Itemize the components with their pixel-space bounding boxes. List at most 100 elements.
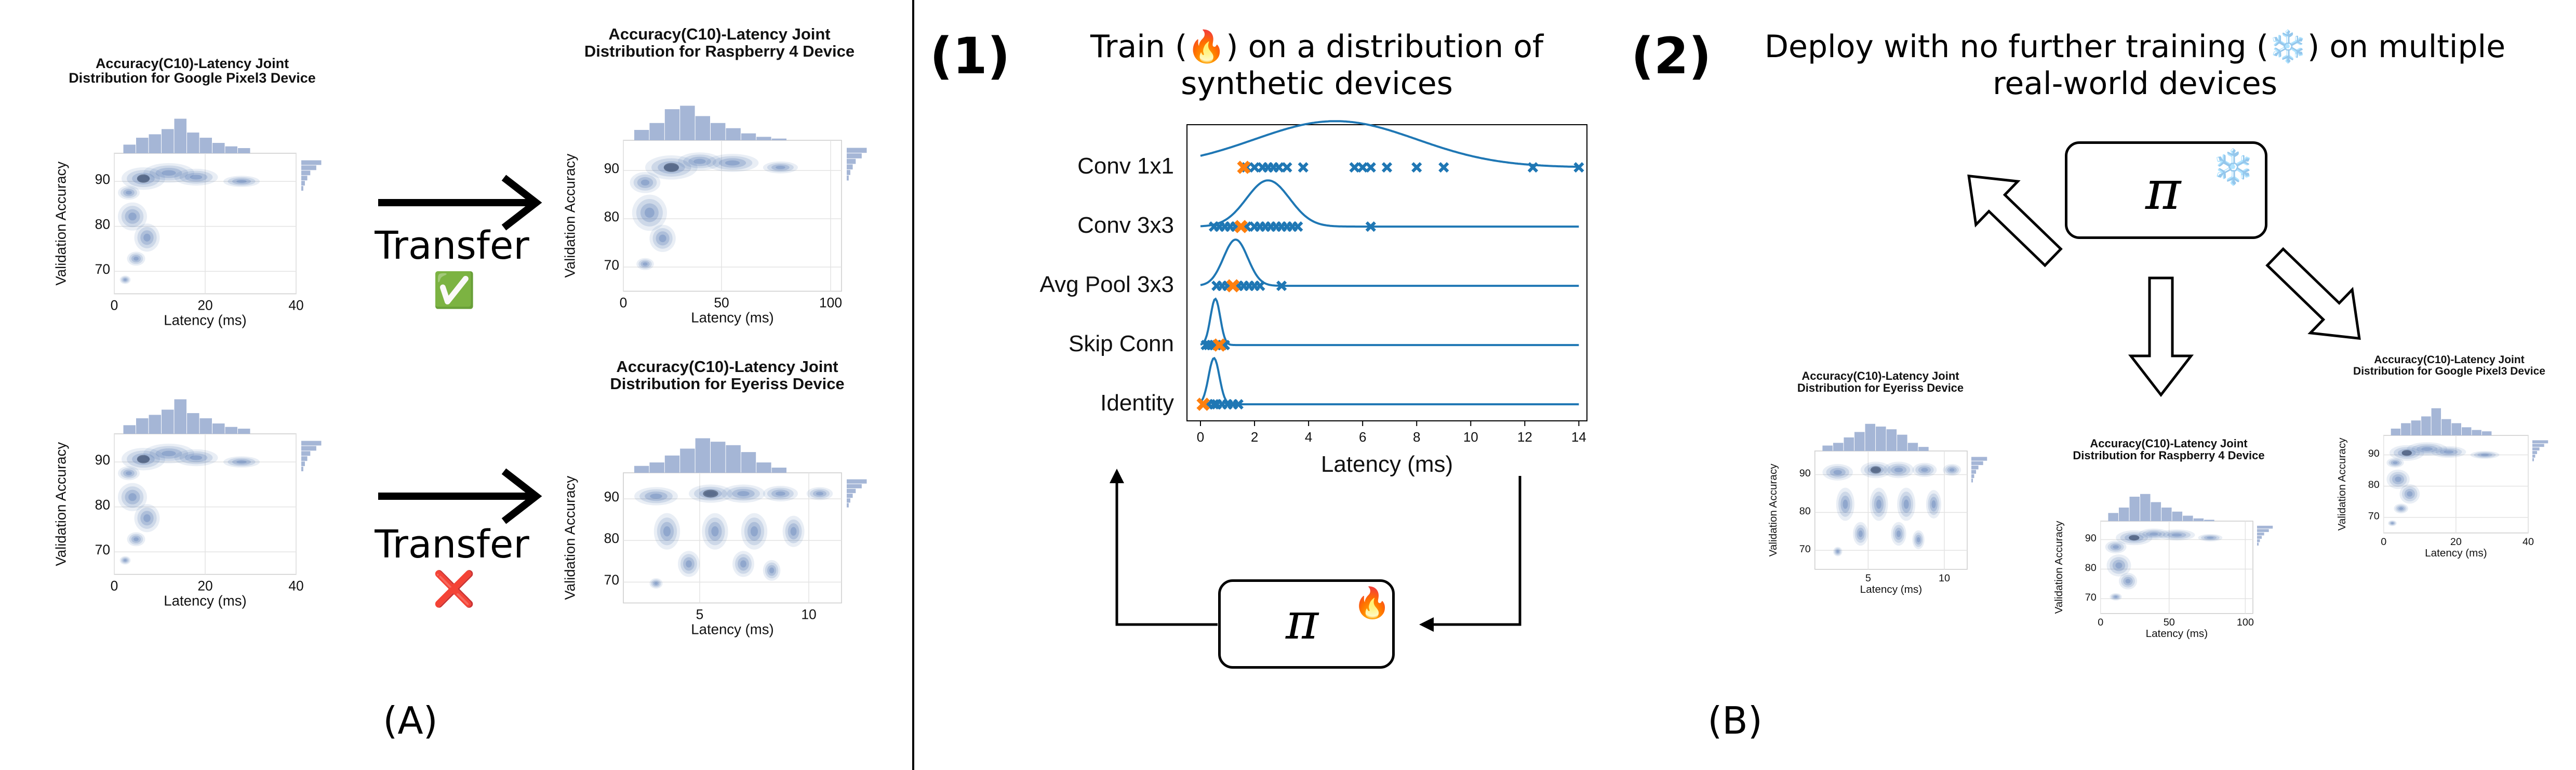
marker-stroke: [1282, 162, 1292, 173]
histogram-bar: [2391, 428, 2401, 435]
histogram-bar: [741, 133, 756, 140]
kde-contour: [143, 514, 151, 522]
plot-title: Accuracy(C10)-Latency Joint Distribution…: [551, 25, 888, 60]
highlight-marker: [1212, 338, 1226, 352]
histogram-bar: [771, 138, 786, 140]
y-tick-label: 90: [604, 489, 619, 505]
kde-contour: [1853, 522, 1868, 546]
kde-contour: [131, 255, 141, 262]
marker-stroke: [1208, 399, 1220, 410]
histogram-bar: [649, 123, 664, 140]
x-tick-label: 20: [197, 298, 212, 313]
kde-contour: [2110, 543, 2121, 551]
kde-contour: [2171, 533, 2182, 537]
sample-marker: [1365, 162, 1376, 173]
histogram-bar: [726, 445, 741, 473]
marker-stroke: [1573, 162, 1584, 173]
kde-contour: [722, 484, 765, 503]
kde-contour: [732, 488, 755, 499]
kde-contour: [1928, 493, 1940, 515]
x-tick-label: 5: [1865, 573, 1871, 584]
plot-title: Accuracy(C10)-Latency Joint Distribution…: [2044, 437, 2293, 461]
histogram-bar: [847, 498, 850, 503]
kde-contour: [2388, 520, 2397, 526]
kde-contour: [228, 177, 256, 186]
kde-contour: [121, 557, 129, 564]
sample-marker: [1349, 162, 1360, 173]
kde-contour: [2118, 573, 2138, 590]
kde-contour: [123, 189, 135, 196]
kde-contour: [652, 228, 673, 249]
kde-contour: [2113, 545, 2119, 549]
kde-contour: [2142, 529, 2166, 538]
kde-contour: [718, 158, 746, 168]
x-axis-label: Latency (ms): [164, 312, 246, 328]
kde-contour: [2435, 447, 2462, 457]
kde-contour: [765, 562, 779, 579]
plot-title: Accuracy(C10)-Latency Joint Distribution…: [55, 56, 330, 86]
kde-contour: [2407, 491, 2413, 497]
histogram-bar: [649, 462, 664, 473]
histogram-bar: [711, 442, 726, 473]
histogram-bar: [741, 452, 756, 473]
histogram-bar: [238, 429, 250, 434]
plot-area: [2100, 521, 2253, 614]
sample-marker: [1357, 162, 1368, 173]
x-tick-label: 20: [2450, 536, 2462, 548]
kde-contour: [767, 565, 777, 576]
x-tick-label: 50: [714, 295, 729, 311]
highlight-marker: [1196, 397, 1210, 411]
histogram-bar: [2401, 423, 2411, 435]
sample-marker: [1298, 162, 1309, 173]
x-axis-label: Latency (ms): [164, 593, 246, 609]
kde-contour: [2389, 521, 2396, 526]
x-tick-label: 40: [2522, 536, 2534, 548]
x-tick-label: 12: [1517, 429, 1532, 445]
transfer-arrow-bottom: [378, 468, 542, 524]
kde-contour: [2146, 531, 2162, 537]
histogram-bar: [2532, 451, 2538, 454]
kde-contour: [179, 170, 213, 184]
kde-contour: [1949, 468, 1955, 472]
kde-contour: [126, 190, 132, 195]
kde-contour: [660, 522, 674, 541]
kde-contour: [124, 278, 127, 281]
kde-contour: [706, 154, 759, 172]
category-label: Identity: [1100, 390, 1174, 416]
y-tick-label: 90: [2085, 533, 2097, 544]
kde-contour: [693, 158, 706, 164]
marker-stroke: [1273, 162, 1285, 173]
kde-contour: [2158, 529, 2195, 541]
x-tick-label: 20: [197, 578, 212, 594]
kde-peak: [137, 174, 150, 183]
kde-contour: [2207, 537, 2214, 539]
kde-contour: [738, 557, 749, 571]
kde-contour: [2404, 488, 2415, 499]
histogram-bar: [174, 118, 186, 153]
kde-contour: [630, 172, 661, 193]
kde-contour: [1857, 527, 1865, 540]
x-tick-label: 40: [288, 298, 303, 313]
kde-contour: [155, 168, 182, 178]
histogram-bar: [1897, 434, 1907, 451]
histogram-bar: [136, 418, 149, 434]
kde-contour: [769, 567, 775, 574]
marker-stroke: [1527, 162, 1539, 173]
histogram-bar: [136, 138, 149, 153]
kde-contour: [125, 489, 140, 505]
kde-contour: [2399, 484, 2420, 504]
kde-contour: [683, 557, 695, 571]
kde-contour: [1921, 468, 1928, 472]
kde-contour: [2167, 532, 2186, 538]
histogram-bar: [2161, 507, 2172, 521]
kde-contour: [1915, 535, 1922, 545]
policy-box-training: π 🔥: [1218, 579, 1395, 669]
histogram-bar: [301, 456, 308, 461]
x-tick-label: 5: [696, 607, 704, 622]
sample-marker: [1282, 162, 1292, 173]
density-curve: [1200, 297, 1579, 347]
marker-stroke: [1292, 221, 1303, 232]
plot-title-line: Accuracy(C10)-Latency Joint: [95, 56, 289, 71]
marker-stroke: [1212, 338, 1226, 352]
histogram-bar: [634, 130, 649, 140]
